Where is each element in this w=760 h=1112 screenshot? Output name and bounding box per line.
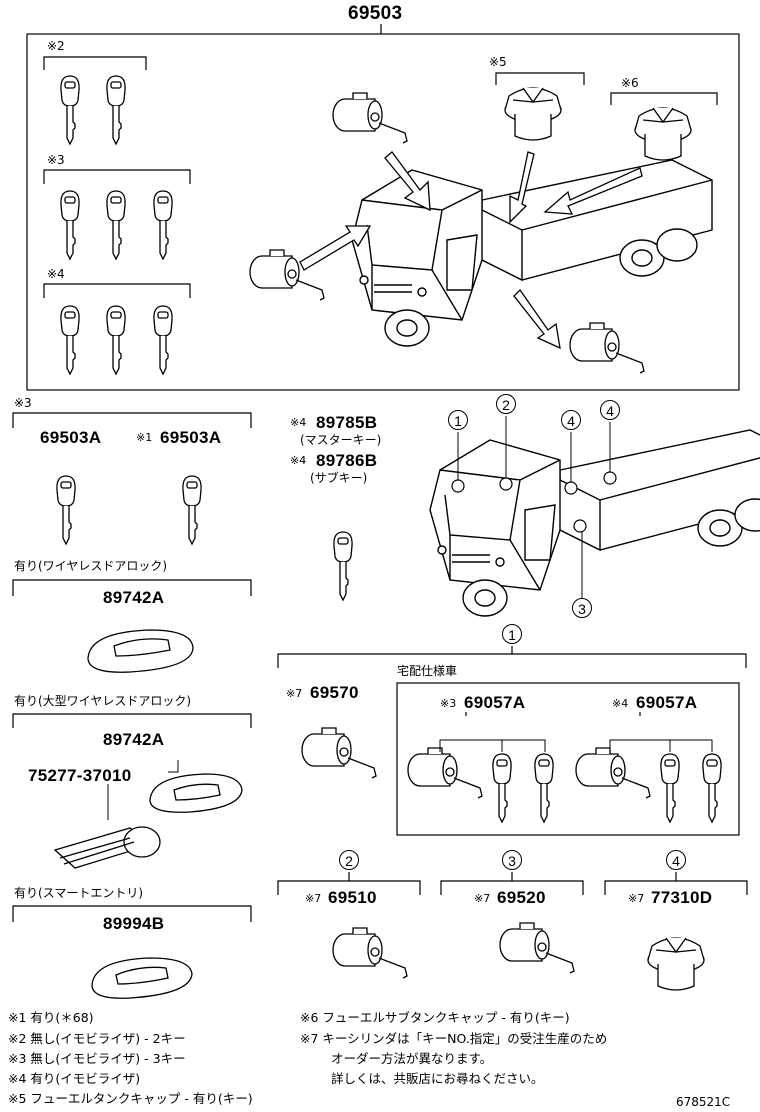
part-69510[interactable]: 69510 [328, 888, 377, 907]
part-69520[interactable]: 69520 [497, 888, 546, 907]
key-icon [182, 475, 202, 545]
truck-callout-icon [429, 429, 760, 617]
callout-4[interactable]: 4 [561, 410, 581, 430]
key-icon [60, 305, 80, 375]
note-4: ※4 有り(イモビライザ) [8, 1071, 141, 1086]
mark-7: ※7 [286, 687, 303, 700]
rear-lock-cylinder-icon [499, 922, 575, 974]
smart-entry-label: 有り(スマートエントリ) [14, 886, 144, 900]
fuel-sub-cap-icon [634, 107, 692, 161]
key-icon [106, 305, 126, 375]
part-75277-37010[interactable]: 75277-37010 [28, 766, 132, 785]
master-key-label: (マスターキー) [300, 433, 382, 447]
group-3-number[interactable]: 3 [502, 850, 522, 870]
key-icon [492, 753, 512, 823]
callout-1[interactable]: 1 [448, 410, 468, 430]
note-7: ※7 キーシリンダは「キーNO.指定」の受注生産のため [300, 1031, 608, 1046]
note-7-cont-2: 詳しくは、共販店にお尋ねください。 [331, 1071, 544, 1086]
mark-3-group: ※3 [440, 697, 457, 710]
left-mark-3: ※3 [14, 396, 32, 410]
key-icon [60, 190, 80, 260]
assembly-frame [26, 33, 740, 391]
part-69057a-immobilizer[interactable]: 69057A [636, 693, 698, 712]
callout-4-b[interactable]: 4 [600, 400, 620, 420]
note-2: ※2 無し(イモビライザ) - 2キー [8, 1031, 186, 1046]
key-icon [153, 305, 173, 375]
note-3: ※3 無し(イモビライザ) - 3キー [8, 1051, 186, 1066]
wireless-remote-icon [87, 629, 194, 673]
part-89742a[interactable]: 89742A [103, 588, 165, 607]
note-7-cont-1: オーダー方法が異なります。 [331, 1051, 493, 1066]
group-1-number[interactable]: 1 [502, 624, 522, 644]
note-6: ※6 フューエルサブタンクキャップ - 有り(キー) [300, 1010, 570, 1025]
fuel-cap-icon [504, 87, 562, 141]
part-69570[interactable]: 69570 [310, 683, 359, 702]
delivery-vehicle-label: 宅配仕様車 [397, 664, 458, 678]
mark-7-g3: ※7 [474, 892, 491, 905]
callout-2[interactable]: 2 [496, 394, 516, 414]
key-icon [106, 190, 126, 260]
part-89994b[interactable]: 89994B [103, 914, 165, 933]
callout-3[interactable]: 3 [572, 598, 592, 618]
mark-6: ※6 [621, 76, 639, 90]
part-89742a-large[interactable]: 89742A [103, 730, 165, 749]
key-icon [702, 753, 722, 823]
mark-2: ※2 [47, 39, 65, 53]
part-69503a[interactable]: 69503A [40, 428, 102, 447]
mark-7-g2: ※7 [305, 892, 322, 905]
mark-4-group: ※4 [612, 697, 629, 710]
rear-lock-cylinder-icon [569, 322, 645, 374]
mark-5: ※5 [489, 55, 507, 69]
group-2-number[interactable]: 2 [339, 850, 359, 870]
large-wireless-label: 有り(大型ワイヤレスドアロック) [14, 694, 192, 708]
key-tag-icon [53, 826, 161, 869]
group-4-number[interactable]: 4 [666, 850, 686, 870]
mark-7-g4: ※7 [628, 892, 645, 905]
note-5: ※5 フューエルタンクキャップ - 有り(キー) [8, 1091, 253, 1106]
part-89785b[interactable]: 89785B [316, 413, 378, 432]
door-lock-cylinder-icon [301, 727, 377, 779]
mark-3: ※3 [47, 153, 65, 167]
smart-key-icon [91, 957, 193, 999]
key-icon [534, 753, 554, 823]
key-icon [153, 190, 173, 260]
key-icon [660, 753, 680, 823]
key-icon [106, 75, 126, 145]
door-lock-cylinder-icon [575, 747, 651, 799]
door-lock-cylinder-icon [407, 747, 483, 799]
part-69057a[interactable]: 69057A [464, 693, 526, 712]
note-1: ※1 有り(＊68) [8, 1010, 94, 1025]
door-lock-cylinder-icon [332, 927, 408, 979]
large-wireless-remote-icon [149, 773, 243, 813]
door-lock-cylinder-icon [332, 92, 408, 144]
pointer-arrows [299, 151, 643, 350]
master-key-icon [333, 531, 353, 601]
figure-id: 678521C [676, 1095, 731, 1109]
part-89786b[interactable]: 89786B [316, 451, 378, 470]
key-icon [60, 75, 80, 145]
wireless-label: 有り(ワイヤレスドアロック) [14, 559, 168, 573]
mark-4a: ※4 [290, 416, 307, 429]
part-77310d[interactable]: 77310D [651, 888, 713, 907]
mark-4b: ※4 [290, 454, 307, 467]
fuel-cap-icon [647, 937, 705, 991]
part-69503a-alt[interactable]: 69503A [160, 428, 222, 447]
sub-key-label: (サブキー) [310, 471, 368, 485]
key-icon [56, 475, 76, 545]
assembly-part-number[interactable]: 69503 [348, 3, 403, 24]
mark-1: ※1 [136, 431, 153, 444]
mark-4: ※4 [47, 267, 65, 281]
